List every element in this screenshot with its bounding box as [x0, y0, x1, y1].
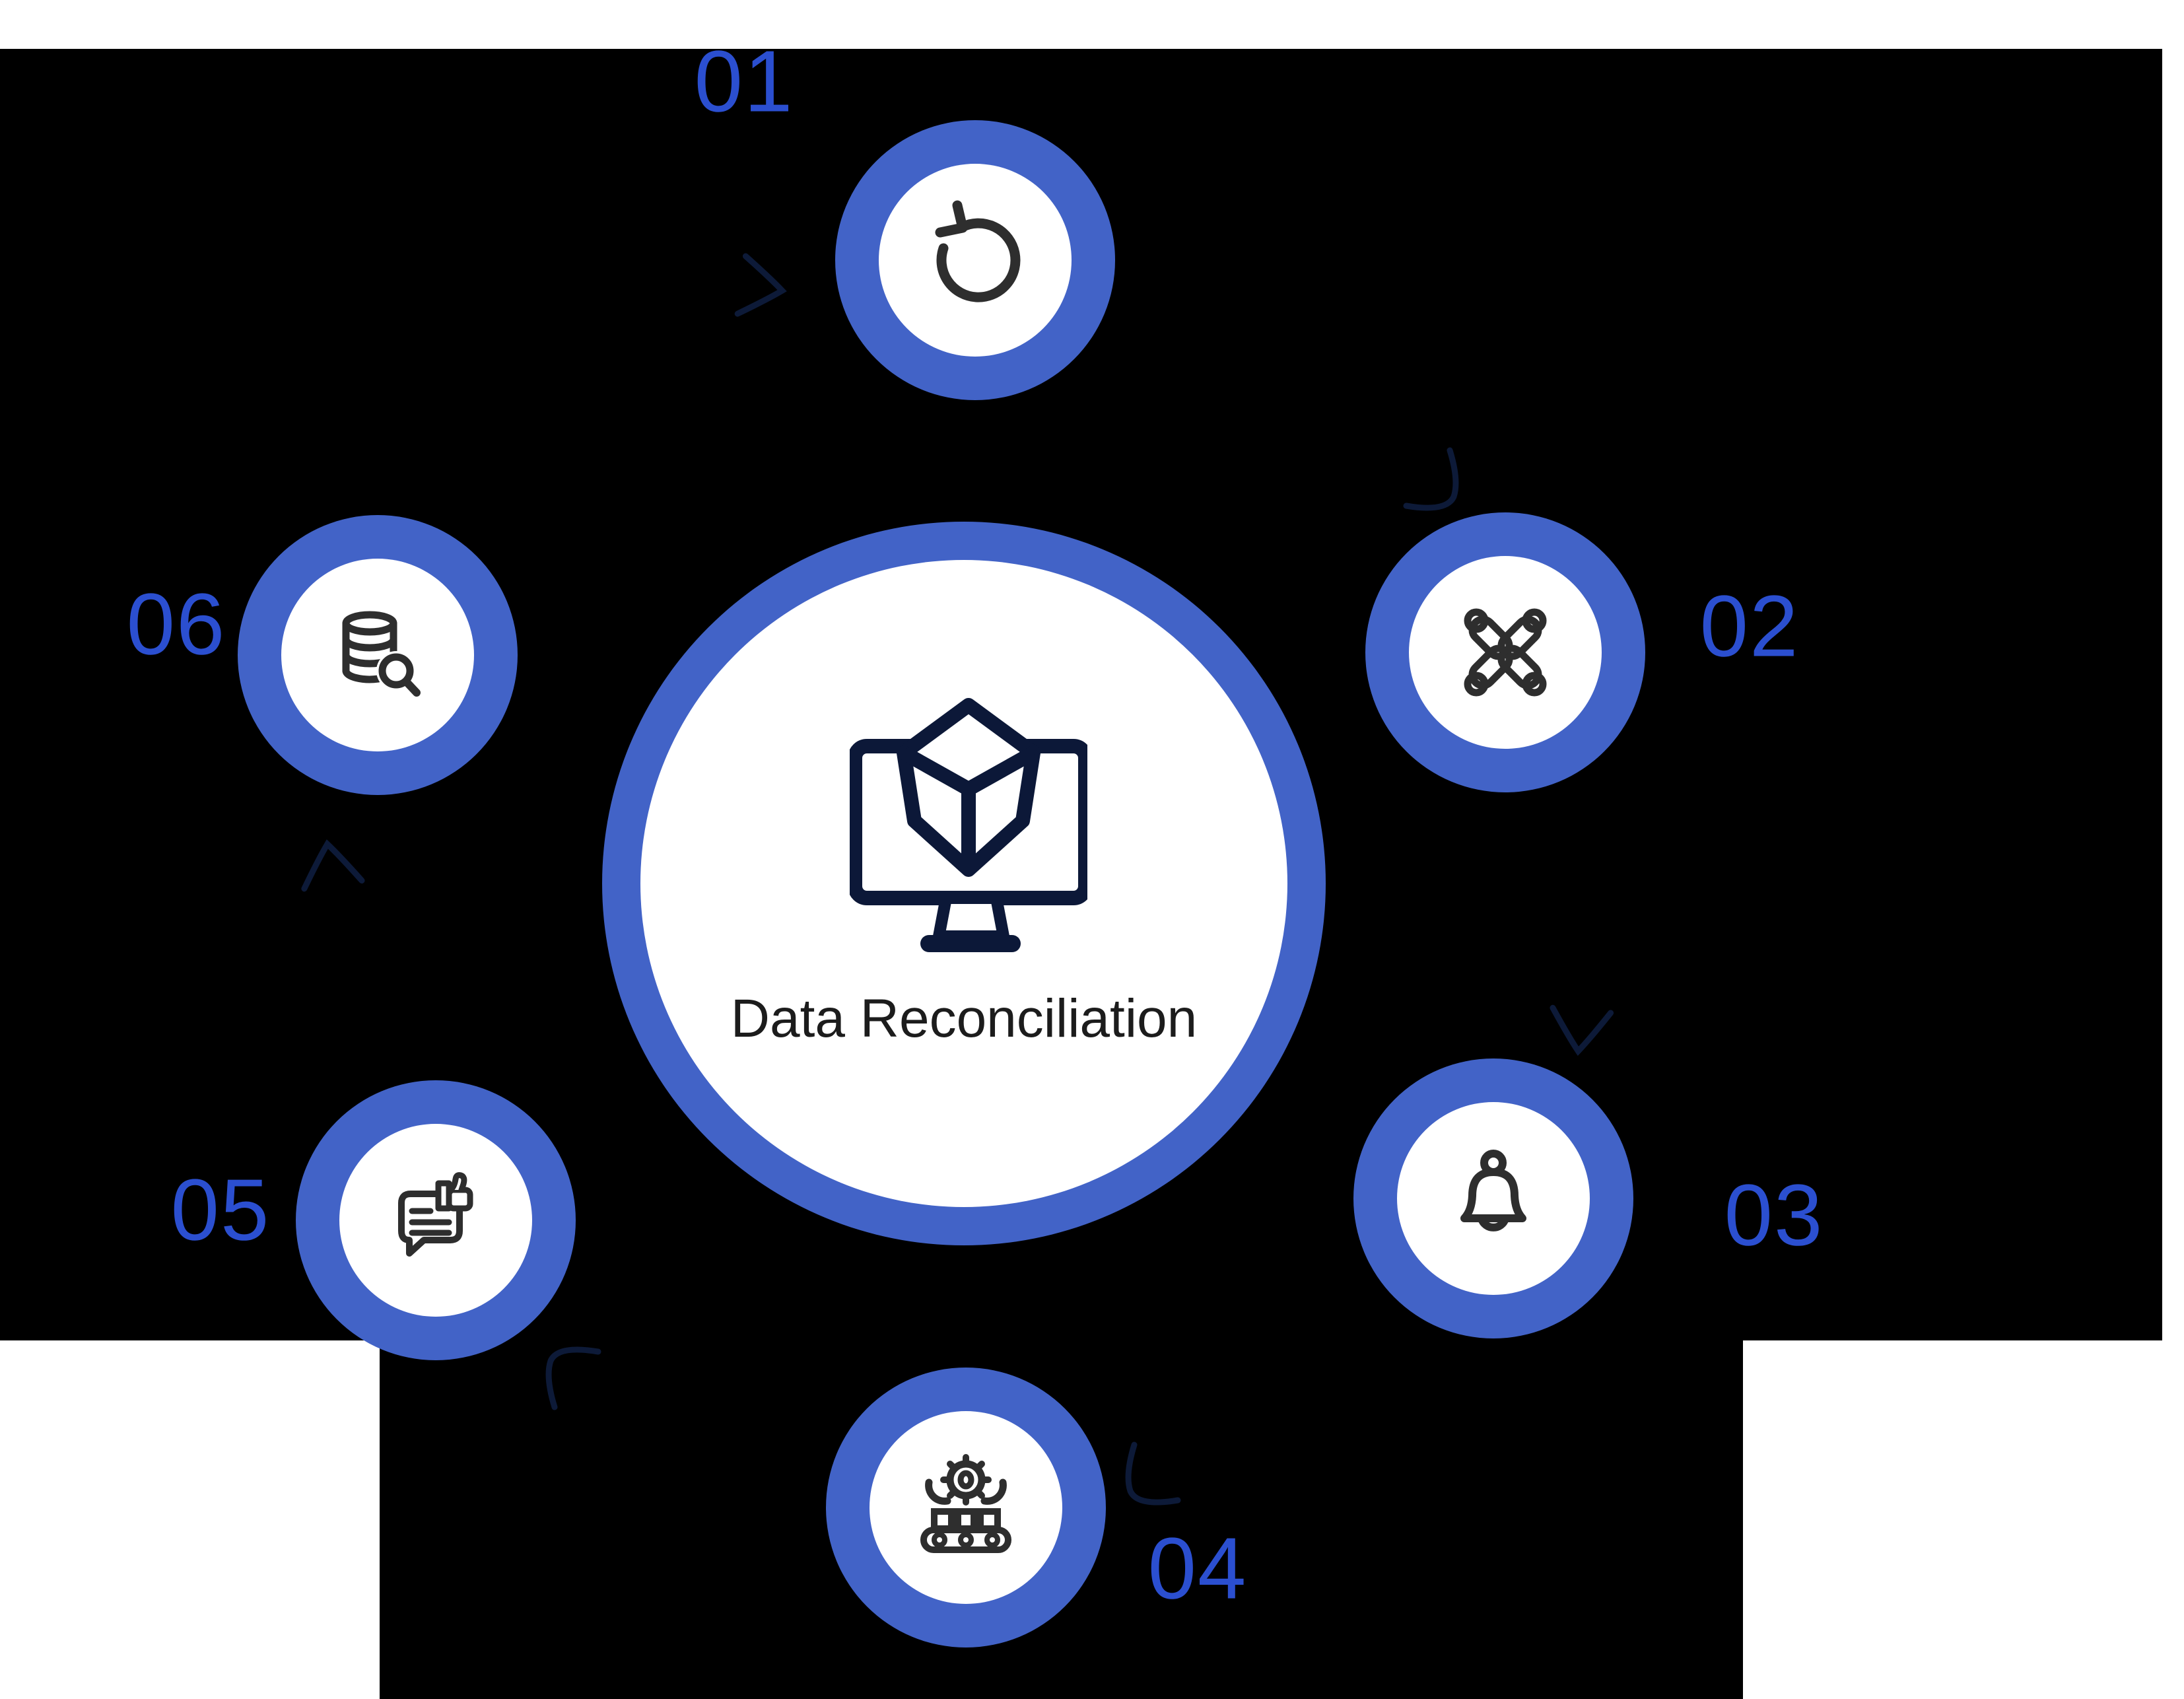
step-circle-04 [826, 1368, 1106, 1647]
flow-arrow-03-to-04-icon [1125, 1441, 1181, 1506]
step-number-01: 01 [694, 32, 794, 130]
step-number-02: 02 [1699, 577, 1800, 675]
step-circle-01-inner [879, 164, 1072, 357]
step-circle-02 [1365, 512, 1645, 792]
refresh-icon [935, 200, 1021, 302]
step-circle-06 [238, 515, 518, 795]
step-number-05: 05 [170, 1161, 271, 1259]
step-circle-04-inner [870, 1411, 1062, 1604]
step-circle-05 [296, 1080, 576, 1360]
flow-arrow-02-to-03-icon [1550, 1004, 1614, 1057]
flow-arrow-05-to-06-icon [301, 839, 365, 892]
monitor-cube-icon [850, 698, 1087, 952]
step-number-03: 03 [1724, 1166, 1824, 1264]
flow-arrow-06-to-01-icon [734, 253, 787, 317]
step-circle-03 [1353, 1058, 1633, 1338]
flow-arrow-01-to-02-icon [1403, 447, 1459, 511]
step-circle-03-inner [1397, 1102, 1590, 1295]
database-search-icon [342, 611, 421, 697]
flow-arrow-04-to-05-icon [545, 1346, 601, 1410]
center-circle [602, 522, 1326, 1245]
step-number-06: 06 [126, 575, 226, 673]
notification-bell-icon [1460, 1150, 1526, 1231]
center-title: Data Reconciliation [730, 988, 1198, 1049]
center-circle-inner [640, 560, 1287, 1207]
step-circle-06-inner [281, 559, 474, 751]
step-circle-01 [835, 120, 1115, 400]
team-puzzle-icon [1464, 608, 1547, 697]
step-number-04: 04 [1147, 1519, 1248, 1617]
automation-conveyor-icon [920, 1454, 1011, 1553]
feedback-thumbs-up-icon [398, 1172, 473, 1257]
